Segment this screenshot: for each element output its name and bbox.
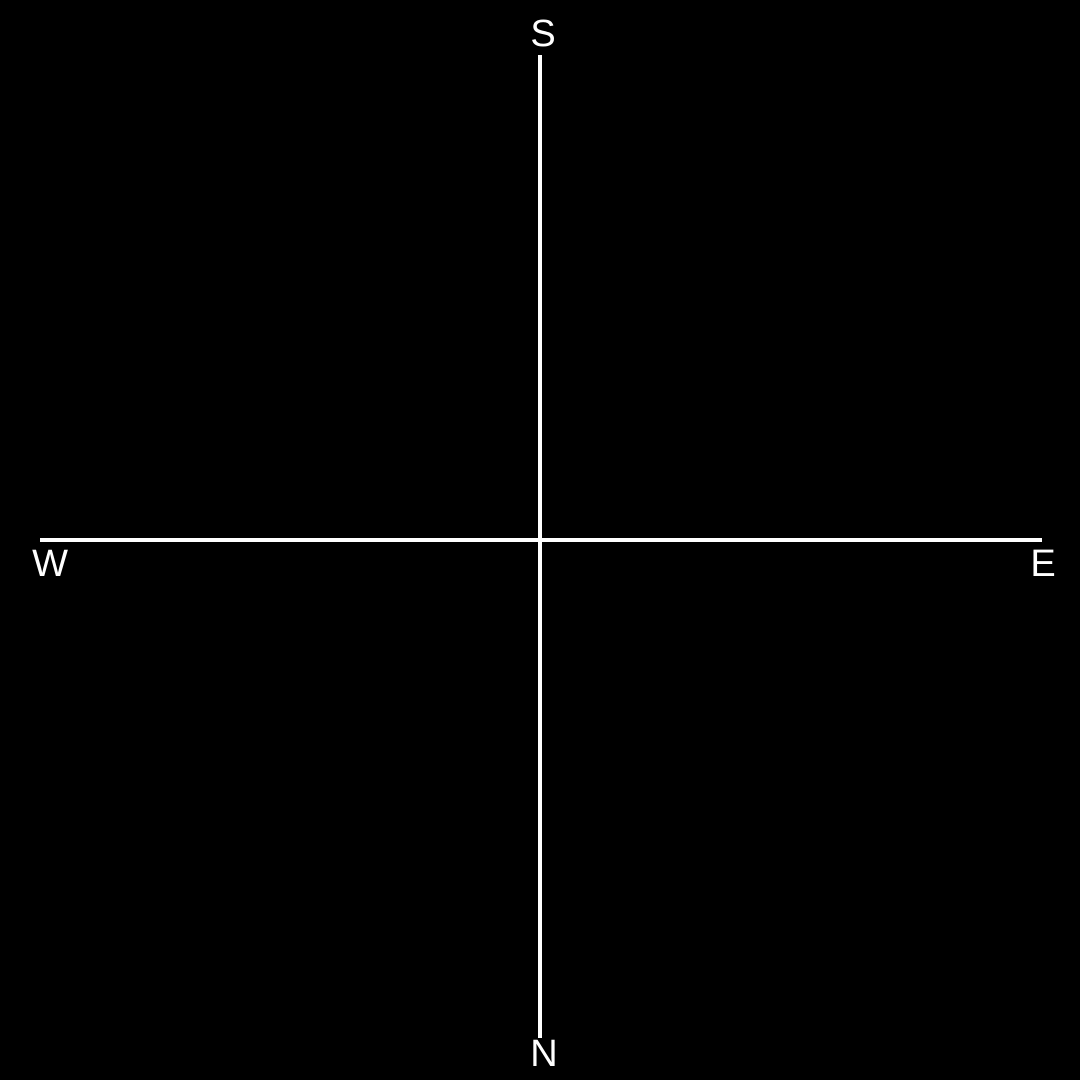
- vertical-axis-line: [538, 55, 542, 1038]
- bottom-direction-label: N: [530, 1033, 558, 1075]
- left-direction-label: W: [32, 543, 68, 585]
- horizontal-axis-line: [40, 538, 1042, 542]
- top-direction-label: S: [530, 13, 556, 55]
- right-direction-label: E: [1030, 543, 1056, 585]
